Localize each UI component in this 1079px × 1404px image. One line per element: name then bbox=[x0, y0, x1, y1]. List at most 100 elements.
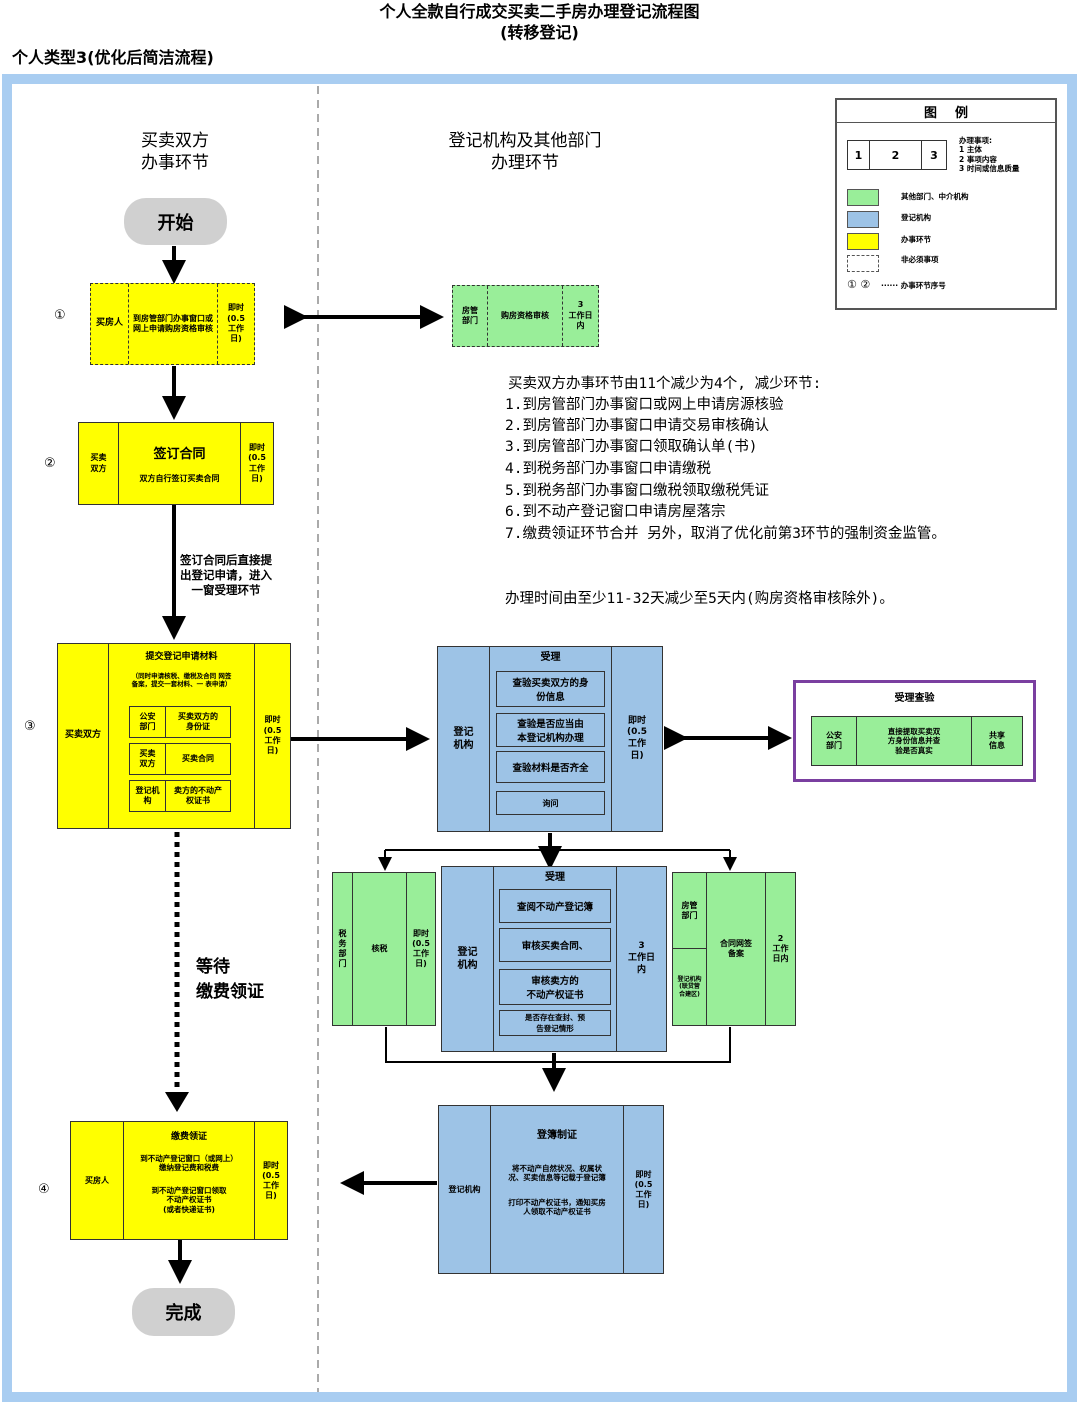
lane-left-header: 买卖双方 办事环节 bbox=[141, 131, 209, 173]
step-marker-2: ② bbox=[44, 456, 56, 471]
step2-center: 签订合同 双方自行签订买卖合同 bbox=[119, 423, 241, 504]
housing-check-subject: 房管 部门 bbox=[453, 286, 488, 346]
end-node: 完成 bbox=[132, 1288, 235, 1336]
step4-time: 即时 (0.5 工作 日) bbox=[262, 1160, 280, 1200]
notes-item-2: 2.到房管部门办事窗口申请交易审核确认 bbox=[505, 418, 769, 434]
step1-time: 即时 (0.5 工作 日) bbox=[227, 303, 245, 344]
accept1-box: 登记 机构 受理 查验买卖双方的身 份信息 查验是否应当由 本登记机构办理 查验… bbox=[437, 646, 663, 832]
accept1-center: 受理 查验买卖双方的身 份信息 查验是否应当由 本登记机构办理 查验材料是否齐全… bbox=[490, 647, 612, 831]
verify-inner: 公安 部门 直接提取买卖双 方身份信息并查 验是否真实 共享 信息 bbox=[811, 716, 1023, 766]
step2-subject: 买卖 双方 bbox=[79, 423, 119, 504]
step3-row-3-right: 卖方的不动产 权证书 bbox=[174, 786, 222, 805]
tax-subject: 税 务 部 门 bbox=[333, 873, 353, 1025]
notes-item-6: 6.到不动产登记窗口申请房屋落宗 bbox=[505, 504, 726, 520]
legend-seq-marks: ① ② bbox=[847, 278, 871, 291]
step4-box: 买房人 缴费领证 到不动产登记窗口（或网上） 缴纳登记费和税费 到不动产登记窗口… bbox=[70, 1121, 288, 1240]
housing-check-box: 房管 部门 购房资格审核 3 工作日 内 bbox=[452, 285, 599, 347]
legend-sample-3: 3 bbox=[930, 148, 938, 162]
step3-row-1: 公安 部门 买卖双方的 身份证 bbox=[129, 706, 231, 738]
notes-time: 办理时间由至少11-32天减少至5天内(购房资格审核除外)。 bbox=[505, 591, 894, 607]
verify-box: 受理查验 公安 部门 直接提取买卖双 方身份信息并查 验是否真实 共享 信息 bbox=[793, 680, 1036, 782]
step-marker-4: ④ bbox=[38, 1182, 50, 1197]
accept1-item-1: 查验买卖双方的身 份信息 bbox=[496, 671, 605, 707]
contract-time: 2 工作 日内 bbox=[772, 934, 789, 963]
notes-item-4: 4.到税务部门办事窗口申请缴税 bbox=[505, 461, 711, 477]
step3-row-2-left: 买卖 双方 bbox=[130, 744, 166, 774]
step2-title: 签订合同 bbox=[153, 447, 206, 462]
step4-title: 缴费领证 bbox=[170, 1132, 207, 1142]
notes-item-7: 7.缴费领证环节合并 另外，取消了优化前第3环节的强制资金监管。 bbox=[505, 526, 946, 542]
step3-row-2-right: 买卖合同 bbox=[182, 754, 214, 763]
notes-item-3: 3.到房管部门办事窗口领取确认单(书) bbox=[505, 439, 758, 455]
legend-swatch-dashed bbox=[847, 255, 879, 272]
accept1-item-4: 询问 bbox=[496, 791, 605, 815]
legend-sample-1: 1 bbox=[848, 141, 870, 169]
accept2-item-2: 审核买卖合同、 bbox=[499, 928, 611, 962]
step3-row-3-left: 登记机 构 bbox=[130, 781, 166, 811]
housing-check-content: 购房资格审核 bbox=[488, 286, 563, 346]
legend-label-dashed: 非必须事项 bbox=[901, 255, 939, 264]
register-center: 登簿制证 将不动产自然状况、权属状 况、买卖信息等记载于登记簿 打印不动产权证书… bbox=[491, 1106, 624, 1273]
accept2-item-3: 审核卖方的 不动产权证书 bbox=[499, 969, 611, 1005]
legend-title: 图 例 bbox=[837, 100, 1055, 123]
accept2-time: 3 工作日 内 bbox=[627, 941, 655, 975]
page-subtitle: 个人类型3(优化后简洁流程) bbox=[12, 48, 214, 67]
legend-label-yellow: 办事环节 bbox=[901, 235, 931, 244]
notes-item-5: 5.到税务部门办事窗口缴税领取缴税凭证 bbox=[505, 483, 769, 499]
legend-sample: 1 2 3 bbox=[847, 140, 947, 170]
step3-row-1-right: 买卖双方的 身份证 bbox=[178, 712, 218, 731]
contract-subject-bottom: 登记机构 (联贷营 合建区) bbox=[677, 975, 702, 998]
step4-subject: 买房人 bbox=[71, 1122, 124, 1239]
contract-subjects: 房管 部门 登记机构 (联贷营 合建区) bbox=[673, 873, 707, 1025]
verify-subject: 公安 部门 bbox=[812, 717, 857, 765]
tax-box: 税 务 部 门 核税 即时 (0.5 工作 日) bbox=[332, 872, 436, 1026]
verify-title: 受理查验 bbox=[894, 693, 935, 704]
accept2-box: 登记 机构 受理 查阅不动产登记簿 审核买卖合同、 审核卖方的 不动产权证书 是… bbox=[441, 866, 667, 1052]
register-time: 即时 (0.5 工作 日) bbox=[634, 1169, 653, 1209]
wait-label: 等待 缴费领证 bbox=[196, 957, 264, 1002]
legend-swatch-yellow bbox=[847, 233, 879, 250]
step2-arrow-note: 签订合同后直接提 出登记申请，进入 一窗受理环节 bbox=[180, 553, 272, 597]
accept1-item-3: 查验材料是否齐全 bbox=[496, 751, 605, 783]
contract-subject-top: 房管 部门 bbox=[673, 873, 706, 949]
step-marker-1: ① bbox=[54, 308, 66, 323]
step-marker-3: ③ bbox=[24, 719, 36, 734]
step3-row-2: 买卖 双方 买卖合同 bbox=[129, 743, 231, 775]
legend-seq-label: ······ 办事环节序号 bbox=[881, 281, 946, 290]
step3-center: 提交登记申请材料 （同时申请核税、缴税及合同 网签 备案，提交一套材料、一 表申… bbox=[109, 644, 255, 828]
step1-subject: 买房人 bbox=[91, 284, 129, 364]
accept2-item-1: 查阅不动产登记簿 bbox=[499, 889, 611, 923]
housing-check-time: 3 工作日 内 bbox=[568, 300, 593, 331]
accept2-item-4: 是否存在查封、预 告登记情形 bbox=[499, 1010, 611, 1036]
verify-result: 共享 信息 bbox=[989, 731, 1005, 750]
page-title: 个人全款自行成交买卖二手房办理登记流程图 bbox=[379, 2, 700, 21]
accept2-title: 受理 bbox=[545, 872, 565, 883]
notes-item-1: 1.到房管部门办事窗口或网上申请房源核验 bbox=[505, 397, 784, 413]
legend-label-blue: 登记机构 bbox=[901, 213, 931, 222]
accept1-title: 受理 bbox=[540, 652, 561, 663]
step3-box: 买卖双方 提交登记申请材料 （同时申请核税、缴税及合同 网签 备案，提交一套材料… bbox=[57, 643, 291, 829]
step4-center: 缴费领证 到不动产登记窗口（或网上） 缴纳登记费和税费 到不动产登记窗口领取 不… bbox=[124, 1122, 255, 1239]
register-line1: 将不动产自然状况、权属状 况、买卖信息等记载于登记簿 bbox=[508, 1164, 606, 1183]
legend-label-green: 其他部门、中介机构 bbox=[901, 192, 969, 201]
legend-sample-2: 2 bbox=[870, 141, 922, 169]
step3-title: 提交登记申请材料 bbox=[145, 652, 218, 662]
accept2-center: 受理 查阅不动产登记簿 审核买卖合同、 审核卖方的 不动产权证书 是否存在查封、… bbox=[494, 867, 617, 1051]
legend-sample-desc: 办理事项: 1 主体 2 事项内容 3 时间或信息质量 bbox=[959, 136, 1020, 174]
arrow-wait-head bbox=[165, 1092, 189, 1112]
step3-subject: 买卖双方 bbox=[58, 644, 109, 828]
register-subject: 登记机构 bbox=[439, 1106, 491, 1273]
step3-row-3: 登记机 构 卖方的不动产 权证书 bbox=[129, 780, 231, 812]
merge-line bbox=[385, 1027, 731, 1063]
legend: 图 例 1 2 3 办理事项: 1 主体 2 事项内容 3 时间或信息质量 其他… bbox=[835, 98, 1057, 310]
register-title: 登簿制证 bbox=[537, 1130, 577, 1141]
step3-note: （同时申请核税、缴税及合同 网签 备案，提交一套材料、一 表申请） bbox=[131, 672, 232, 689]
register-line2: 打印不动产权证书，通知买房 人领取不动产权证书 bbox=[508, 1198, 606, 1217]
accept1-subject: 登记 机构 bbox=[438, 647, 490, 831]
accept2-subject: 登记 机构 bbox=[442, 867, 494, 1051]
step1-box: 买房人 到房管部门办事窗口或网上申请购房资格审核 即时 (0.5 工作 日) bbox=[90, 283, 255, 365]
step4-line1: 到不动产登记窗口（或网上） 缴纳登记费和税费 bbox=[140, 1154, 238, 1173]
step3-row-1-left: 公安 部门 bbox=[130, 707, 166, 737]
notes-head: 买卖双方办事环节由11个减少为4个, 减少环节: bbox=[508, 376, 822, 392]
